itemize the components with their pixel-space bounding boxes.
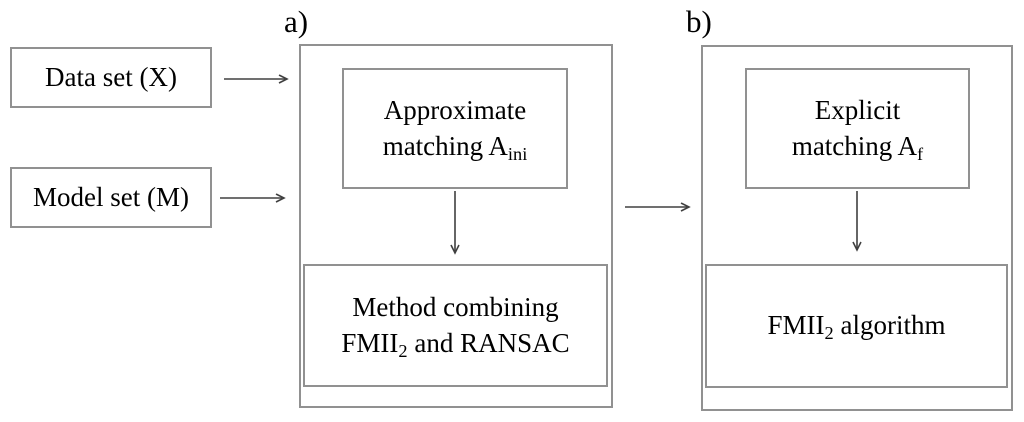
explicit-matching-line2: matching Af bbox=[792, 129, 923, 164]
data-set-label: Data set (X) bbox=[45, 61, 177, 92]
panel-b-label: b) bbox=[686, 4, 712, 39]
method-combining-line1: Method combining bbox=[352, 292, 559, 323]
method-combining-subscript: 2 bbox=[398, 340, 408, 361]
approximate-matching-box: Approximate matching Aini bbox=[342, 68, 568, 189]
model-set-box: Model set (M) bbox=[10, 167, 212, 228]
panel-a-label: a) bbox=[284, 4, 309, 39]
fmii-algorithm-pre: FMII bbox=[767, 310, 825, 341]
explicit-matching-line1: Explicit bbox=[814, 95, 901, 126]
fmii-algorithm-box: FMII2 algorithm bbox=[705, 264, 1008, 388]
method-combining-line2-pre: FMII bbox=[341, 327, 399, 358]
model-set-label: Model set (M) bbox=[33, 181, 189, 212]
panel-b-container bbox=[701, 45, 1013, 411]
method-combining-box: Method combining FMII2 and RANSAC bbox=[303, 264, 608, 387]
approximate-matching-subscript: ini bbox=[507, 143, 528, 164]
method-combining-line2-post: and RANSAC bbox=[407, 327, 570, 358]
fmii-algorithm-line: FMII2 algorithm bbox=[768, 308, 946, 343]
approximate-matching-line2-main: matching A bbox=[382, 130, 508, 161]
data-set-box: Data set (X) bbox=[10, 47, 212, 108]
method-combining-line2: FMII2 and RANSAC bbox=[341, 326, 569, 361]
explicit-matching-subscript: f bbox=[917, 143, 924, 164]
fmii-algorithm-post: algorithm bbox=[833, 310, 946, 341]
fmii-algorithm-subscript: 2 bbox=[824, 323, 834, 344]
panel-a-container bbox=[299, 44, 613, 408]
approximate-matching-line1: Approximate bbox=[383, 95, 527, 126]
explicit-matching-line2-main: matching A bbox=[791, 130, 918, 161]
approximate-matching-line2: matching Aini bbox=[383, 129, 528, 164]
explicit-matching-box: Explicit matching Af bbox=[745, 68, 970, 189]
